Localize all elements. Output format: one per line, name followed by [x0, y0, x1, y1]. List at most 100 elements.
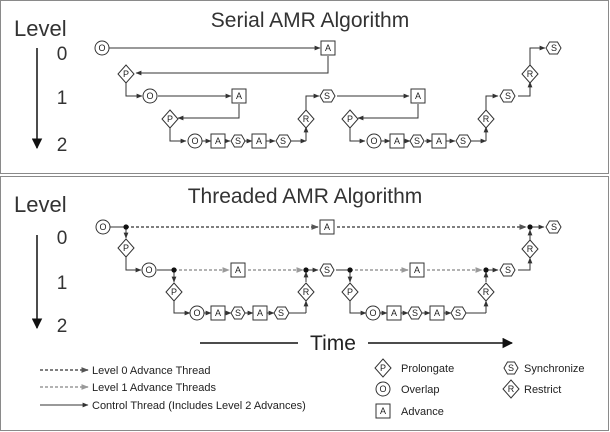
- serial-level-1: 1: [57, 88, 68, 109]
- svg-text:S: S: [414, 136, 420, 146]
- threaded-title: Threaded AMR Algorithm: [188, 185, 423, 208]
- restrict-node: R: [521, 64, 539, 84]
- prolongate-node: P: [341, 109, 359, 129]
- legend-synchronize-label: Synchronize: [524, 363, 585, 375]
- svg-text:R: R: [527, 244, 534, 254]
- svg-text:P: P: [347, 114, 353, 124]
- svg-text:S: S: [278, 308, 284, 318]
- synchronize-node: S: [499, 263, 516, 277]
- advance-node: A: [431, 133, 447, 149]
- threaded-level-1: 1: [57, 273, 68, 294]
- svg-text:R: R: [303, 114, 310, 124]
- legend-advance-icon: A: [375, 403, 391, 419]
- svg-text:S: S: [324, 265, 330, 275]
- synchronize-node: S: [230, 134, 246, 148]
- prolongate-node: P: [165, 282, 183, 302]
- advance-node: A: [210, 133, 226, 149]
- svg-text:A: A: [215, 308, 221, 318]
- svg-text:P: P: [167, 114, 173, 124]
- legend-label-control: Control Thread (Includes Level 2 Advance…: [92, 400, 306, 412]
- legend-overlap-icon: O: [375, 381, 391, 397]
- serial-edges: [109, 45, 546, 144]
- legend-overlap-label: Overlap: [401, 384, 440, 396]
- prolongate-node: P: [161, 109, 179, 129]
- legend-label-level0: Level 0 Advance Thread: [92, 365, 210, 377]
- serial-level-2: 2: [57, 135, 68, 156]
- legend-prolongate-icon: P: [374, 358, 392, 378]
- advance-node: A: [409, 262, 425, 278]
- threaded-level-2: 2: [57, 316, 68, 337]
- restrict-node: R: [477, 282, 495, 302]
- legend: Level 0 Advance Thread Level 1 Advance T…: [40, 358, 585, 419]
- prolongate-node: P: [117, 64, 135, 84]
- svg-text:O: O: [98, 43, 105, 53]
- advance-node: A: [319, 219, 335, 235]
- restrict-node: R: [521, 239, 539, 259]
- svg-text:S: S: [551, 43, 557, 53]
- advance-node: A: [210, 305, 226, 321]
- threaded-level-label: Level: [14, 192, 67, 217]
- svg-text:O: O: [191, 136, 198, 146]
- svg-text:O: O: [369, 308, 376, 318]
- synchronize-node: S: [545, 41, 562, 55]
- serial-level-0: 0: [57, 44, 68, 65]
- svg-text:A: A: [394, 136, 400, 146]
- synchronize-node: S: [450, 306, 467, 320]
- svg-text:A: A: [434, 308, 440, 318]
- svg-text:A: A: [257, 308, 263, 318]
- svg-text:A: A: [414, 265, 420, 275]
- svg-text:S: S: [324, 91, 330, 101]
- synchronize-node: S: [273, 306, 290, 320]
- svg-text:O: O: [370, 136, 377, 146]
- svg-text:P: P: [171, 287, 177, 297]
- svg-text:R: R: [508, 384, 515, 394]
- advance-node: A: [320, 40, 336, 56]
- svg-text:R: R: [483, 114, 490, 124]
- svg-text:S: S: [551, 222, 557, 232]
- svg-text:S: S: [455, 308, 461, 318]
- legend-restrict-label: Restrict: [524, 384, 561, 396]
- svg-text:P: P: [123, 243, 129, 253]
- svg-text:S: S: [235, 136, 241, 146]
- time-label: Time: [310, 332, 356, 355]
- svg-text:O: O: [193, 308, 200, 318]
- synchronize-node: S: [545, 220, 562, 234]
- svg-text:S: S: [235, 308, 241, 318]
- legend-label-level1: Level 1 Advance Threads: [92, 382, 216, 394]
- svg-text:A: A: [415, 91, 421, 101]
- svg-text:S: S: [460, 136, 466, 146]
- synchronize-node: S: [455, 134, 472, 148]
- svg-text:R: R: [527, 69, 534, 79]
- svg-text:A: A: [436, 136, 442, 146]
- svg-text:O: O: [379, 384, 386, 394]
- prolongate-node: P: [341, 282, 359, 302]
- synchronize-node: S: [409, 134, 425, 148]
- synchronize-node: S: [319, 263, 335, 277]
- overlap-node: O: [189, 305, 205, 321]
- svg-text:A: A: [324, 222, 330, 232]
- time-axis: Time: [200, 332, 514, 355]
- overlap-node: O: [94, 40, 110, 56]
- legend-synchronize-icon: S: [503, 361, 519, 375]
- svg-text:P: P: [380, 363, 386, 373]
- legend-restrict-icon: R: [502, 379, 520, 399]
- svg-text:A: A: [380, 406, 386, 416]
- thread-junctions: [123, 224, 533, 273]
- svg-text:A: A: [236, 91, 242, 101]
- advance-node: A: [231, 88, 247, 104]
- svg-text:A: A: [256, 136, 262, 146]
- threaded-edges: [110, 224, 545, 316]
- prolongate-node: P: [117, 238, 135, 258]
- overlap-node: O: [366, 133, 382, 149]
- svg-text:O: O: [99, 222, 106, 232]
- svg-text:S: S: [505, 91, 511, 101]
- serial-level-label: Level: [14, 16, 67, 41]
- synchronize-node: S: [230, 306, 246, 320]
- restrict-node: R: [477, 109, 495, 129]
- advance-node: A: [386, 305, 402, 321]
- legend-prolongate-label: Prolongate: [401, 363, 454, 375]
- svg-text:P: P: [347, 287, 353, 297]
- synchronize-node: S: [499, 89, 516, 103]
- restrict-node: R: [297, 282, 315, 302]
- advance-node: A: [251, 133, 267, 149]
